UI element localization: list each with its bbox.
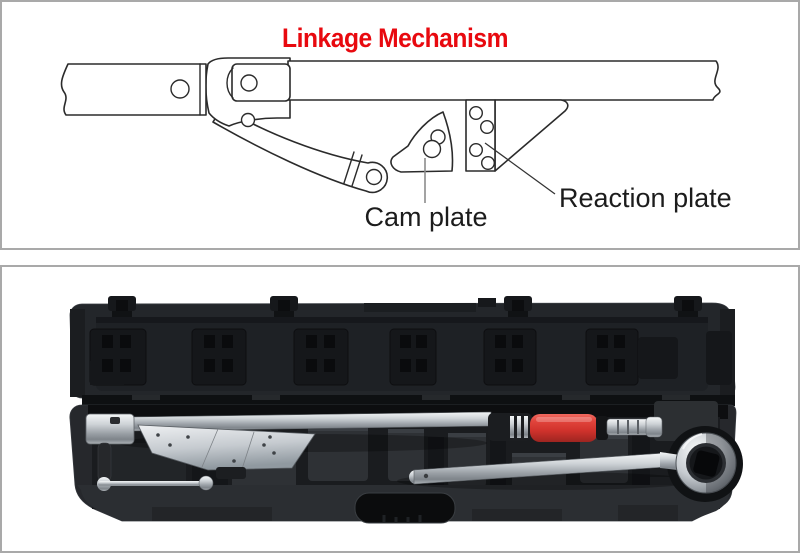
cam-plate-label: Cam plate <box>364 202 487 232</box>
spline-grooves <box>617 420 639 434</box>
linkage-housing-foot <box>216 467 246 479</box>
linkage-housing-seams <box>201 428 255 470</box>
lid-socket-pocket <box>89 328 147 386</box>
lid-socket-pocket <box>293 328 349 386</box>
lid-socket-pocket <box>191 328 247 386</box>
main-bar <box>287 60 721 101</box>
lid-socket-pocket <box>483 328 537 386</box>
square-drive-hole <box>693 450 720 477</box>
ratchet-handle <box>409 426 743 502</box>
tray-front-step <box>152 507 272 521</box>
reaction-plate-hole-4 <box>481 155 496 170</box>
linkage-diagram-panel: Linkage Mechanism Cam <box>0 0 800 250</box>
tray-front-step <box>618 505 678 521</box>
product-photo-panel <box>0 265 800 553</box>
arm-hatch-marks <box>343 151 363 187</box>
handle-hang-hole <box>423 473 429 479</box>
wrench-head-slot <box>110 417 120 424</box>
lid-socket-pocket <box>585 328 678 386</box>
linkage-housing-rivets <box>156 433 276 463</box>
red-grip-highlight <box>536 417 592 422</box>
clamp-lower-hole <box>240 112 256 128</box>
grip-end-cap <box>596 416 608 440</box>
wrench-head <box>85 413 135 445</box>
linkage-diagram: Linkage Mechanism Cam <box>60 23 732 232</box>
torque-wrench-case-photo <box>2 267 798 551</box>
lid-clip <box>674 296 702 320</box>
case-lid <box>69 296 736 399</box>
clamp-jaw-curve <box>226 67 234 99</box>
clamp-inner-block <box>231 63 291 102</box>
diagram-title: Linkage Mechanism <box>282 23 508 53</box>
red-grip <box>530 414 598 442</box>
gusset-plate <box>494 99 569 172</box>
torque-wrench <box>85 411 663 491</box>
cam-profile-lower <box>422 139 442 159</box>
shaft-left-segment <box>60 63 207 116</box>
reaction-plate-hole-1 <box>469 105 484 120</box>
reaction-plate-hole-2 <box>480 119 495 134</box>
reaction-plate-hole-3 <box>469 142 484 157</box>
reaction-plate-leader <box>484 142 556 195</box>
tray-front-step <box>472 509 562 521</box>
lid-socket-pockets <box>89 328 732 386</box>
link-arm <box>212 107 389 194</box>
lid-socket-pocket <box>389 328 437 386</box>
cam-plate-shape <box>390 111 454 173</box>
lid-clips <box>108 296 702 320</box>
shaft-hole <box>170 79 190 99</box>
arm-pivot-hole <box>365 168 383 186</box>
lid-clip <box>504 296 532 320</box>
lid-clip <box>270 296 298 320</box>
lid-left-side <box>70 309 85 397</box>
spline-hex-tip <box>645 416 663 438</box>
ratchet-head-highlight <box>682 433 703 450</box>
lid-clip <box>108 296 136 320</box>
collar-knurl-rings <box>510 416 528 438</box>
clamp-pivot-hole <box>240 74 258 92</box>
reaction-plate-label: Reaction plate <box>559 183 732 213</box>
tray-handle-recess <box>354 492 456 524</box>
lid-tab <box>478 298 496 307</box>
hinge-strip <box>82 395 735 406</box>
reaction-pin <box>97 442 112 482</box>
lid-socket-pocket <box>706 331 732 385</box>
reaction-rod <box>98 481 210 486</box>
reaction-rod-knob <box>198 475 214 491</box>
lid-inner-shadow <box>96 317 708 323</box>
lid-center-step <box>364 303 476 312</box>
